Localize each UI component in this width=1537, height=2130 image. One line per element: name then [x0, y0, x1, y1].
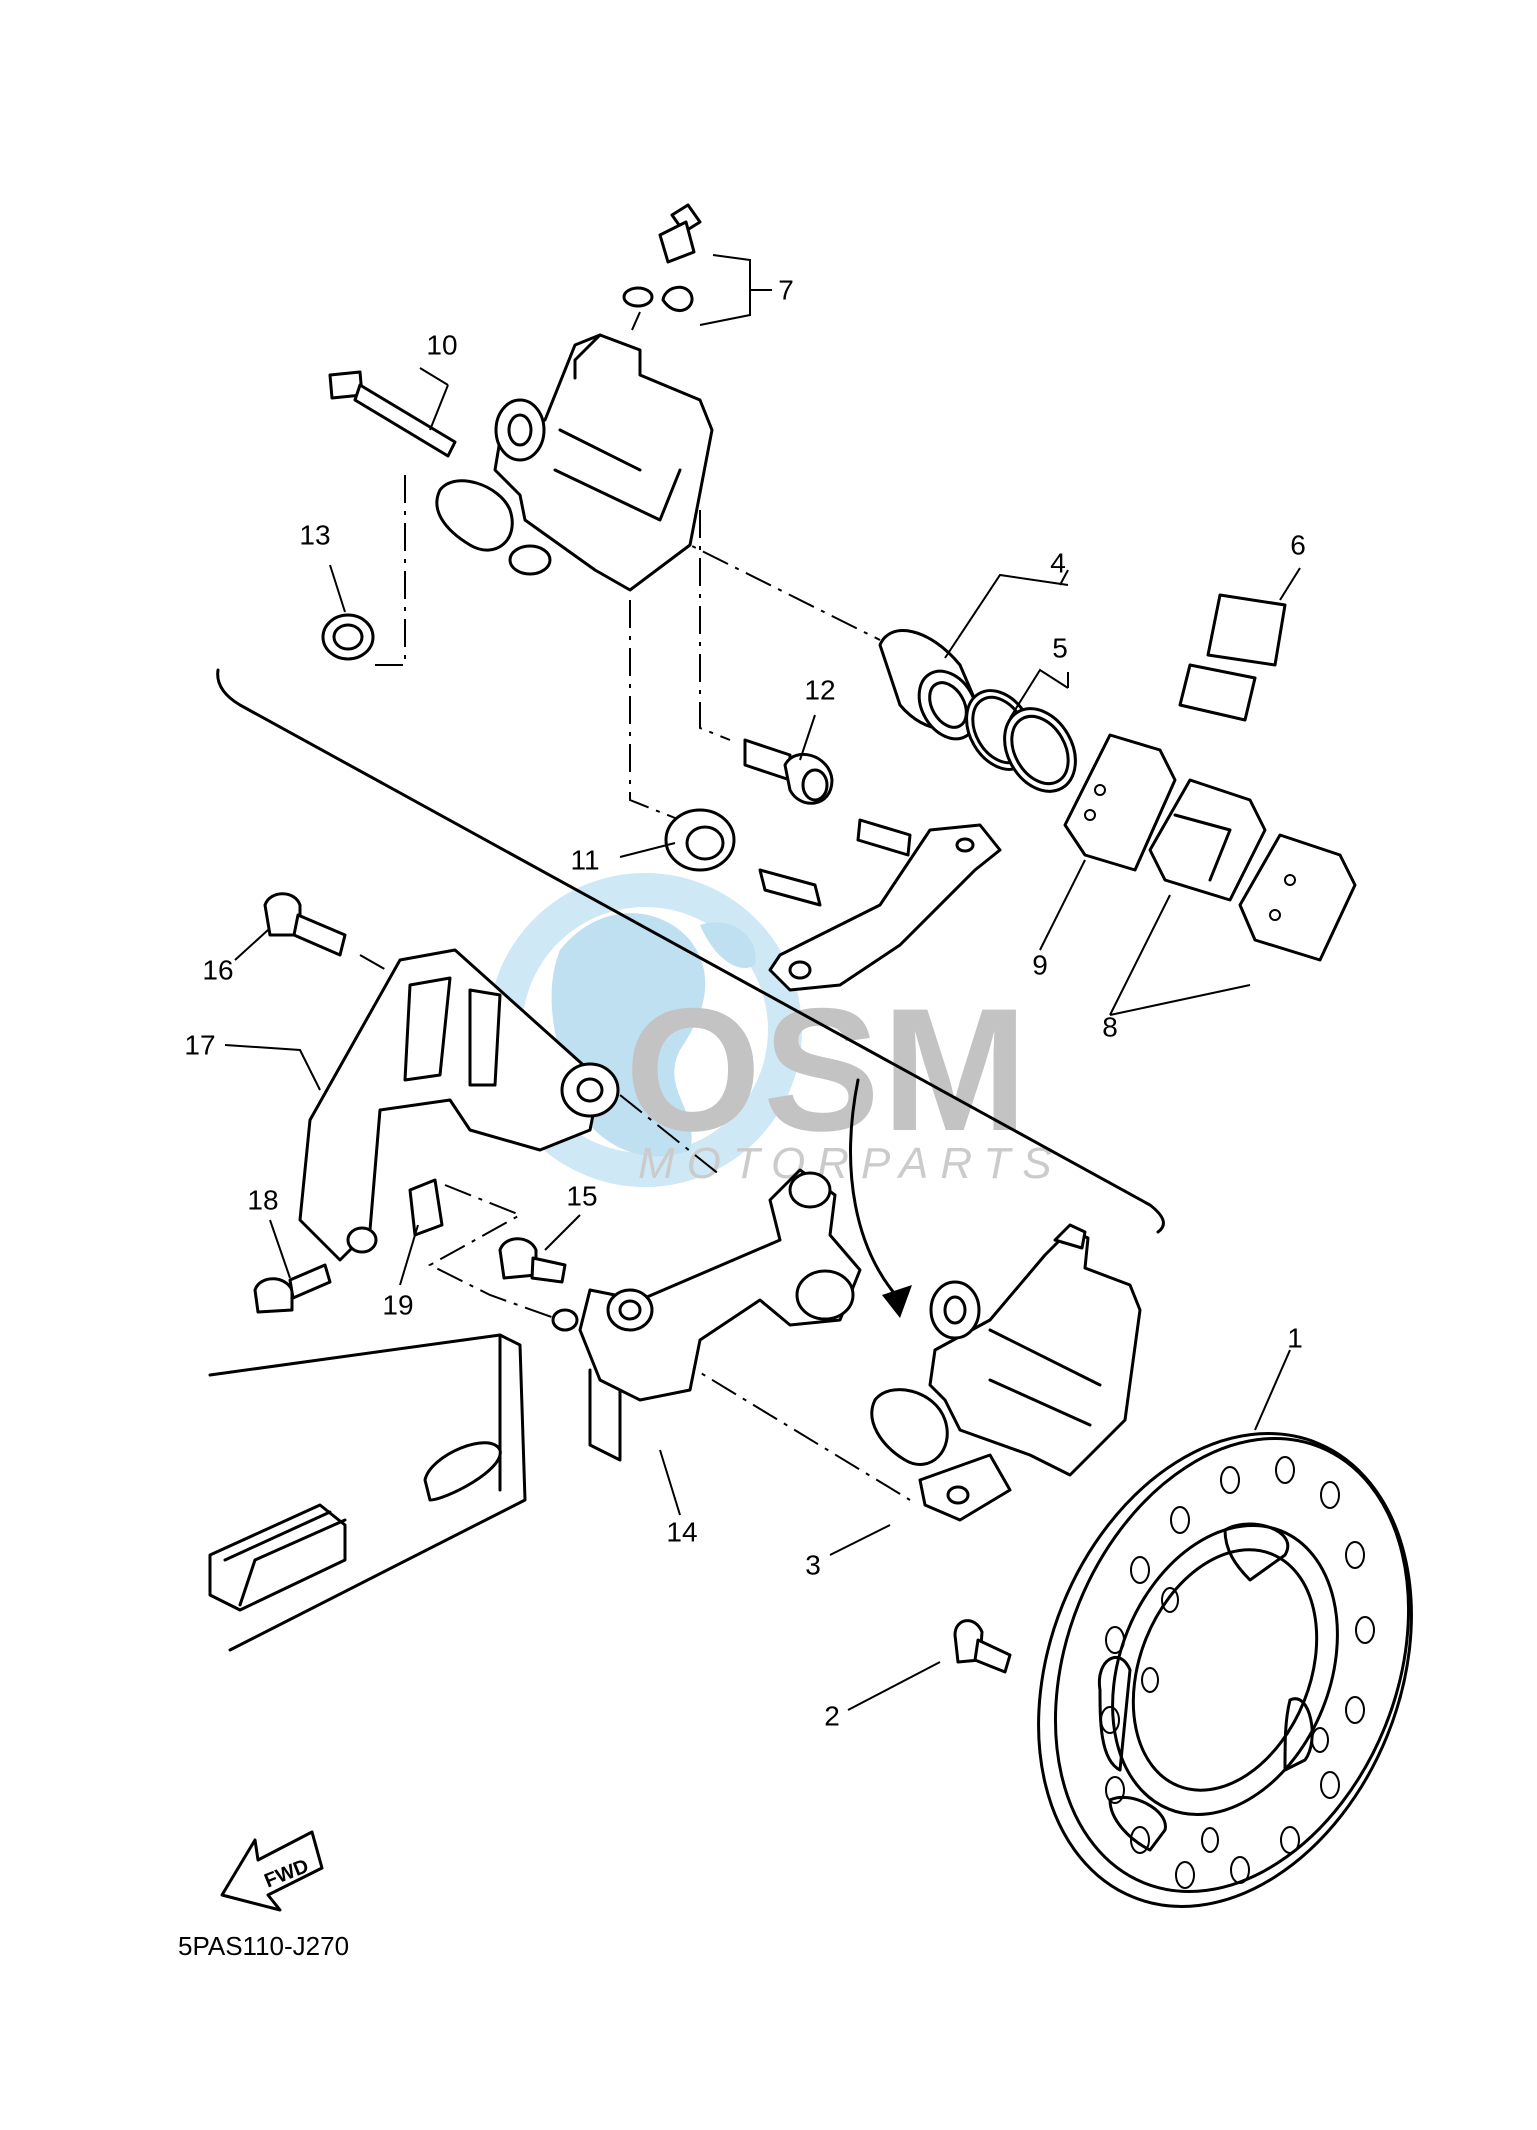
callout-19: 19 [382, 1290, 413, 1321]
part-15-bolt [498, 1237, 567, 1284]
callout-17: 17 [184, 1030, 215, 1061]
callout-12: 12 [804, 675, 835, 706]
callout-13: 13 [299, 520, 330, 551]
callout-14: 14 [666, 1517, 697, 1548]
callout-9: 9 [1032, 950, 1048, 981]
part-13-boot [321, 613, 375, 661]
callout-2: 2 [824, 1701, 840, 1732]
part-6-pad-spring [1178, 593, 1287, 722]
part-3-caliper-assembly [870, 1223, 1142, 1522]
kit-bracket [216, 668, 1165, 1234]
watermark-brand: OSM [625, 973, 1030, 1168]
callout-7: 7 [778, 275, 794, 306]
part-5-seals [965, 689, 1077, 793]
part-17-guard [298, 948, 620, 1262]
part-11-boot [664, 808, 736, 872]
part-9-pad [1063, 733, 1177, 872]
swingarm [208, 1333, 527, 1652]
callout-8: 8 [1102, 1012, 1118, 1043]
callout-16: 16 [202, 955, 233, 986]
part-19-clip [408, 1178, 444, 1237]
callout-18: 18 [247, 1185, 278, 1216]
part-10-slide-pin [328, 370, 457, 458]
part-7-bleeder [622, 203, 702, 331]
callout-1: 1 [1287, 1323, 1303, 1354]
callout-11: 11 [570, 845, 599, 876]
callout-6: 6 [1290, 530, 1306, 561]
part-16-bolt [263, 892, 347, 957]
watermark: OSM MOTORPARTS [488, 873, 1052, 1188]
callout-10: 10 [426, 330, 457, 361]
part-2-disc-screw [953, 1619, 1012, 1674]
assembly-arrow [849, 1078, 912, 1318]
leader-lines [224, 254, 1301, 1711]
part-1-brake-disc [1037, 1432, 1413, 1908]
part-caliper-body-top [435, 333, 714, 592]
callout-4: 4 [1050, 548, 1066, 579]
part-12-pins [743, 738, 834, 805]
part-caliper-bracket [758, 818, 1002, 992]
callout-3: 3 [805, 1550, 821, 1581]
part-14-bracket [551, 1168, 862, 1462]
callout-15: 15 [566, 1181, 597, 1212]
part-8-pads [1148, 778, 1357, 962]
callout-5: 5 [1052, 633, 1068, 664]
fwd-arrow: FWD [220, 1830, 324, 1912]
part-18-bolt [253, 1263, 332, 1314]
callouts: 1 2 3 4 5 6 7 8 9 10 11 12 13 14 15 16 1… [184, 275, 1305, 1732]
diagram-code: 5PAS110-J270 [178, 1931, 349, 1961]
